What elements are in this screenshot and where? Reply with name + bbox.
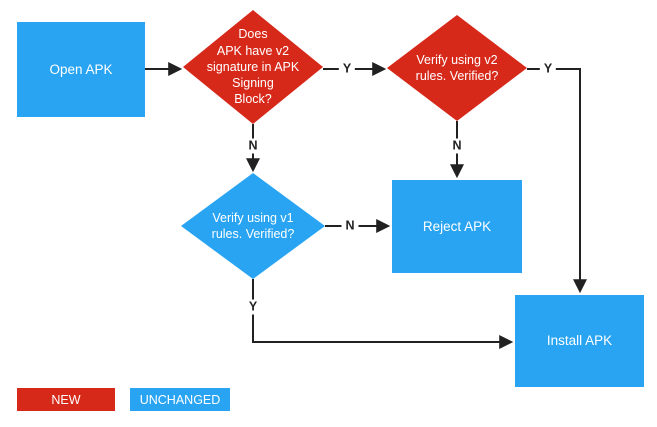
- node-install-apk: Install APK: [515, 295, 644, 387]
- legend-swatch-unchanged: UNCHANGED: [130, 388, 230, 411]
- edge-label-yes-v2check: Y: [338, 61, 356, 77]
- node-verify-v1-rules: Verify using v1 rules. Verified?: [181, 173, 325, 279]
- node-v2-signature-check: Does APK have v2 signature in APK Signin…: [183, 10, 323, 124]
- edge-label-no-v1verify: N: [341, 218, 359, 234]
- node-verify-v2-rules: Verify using v2 rules. Verified?: [387, 15, 527, 121]
- edge-label-yes-v1verify: Y: [244, 299, 262, 315]
- edge-label-yes-v2verify: Y: [539, 61, 557, 77]
- node-reject-apk: Reject APK: [392, 180, 522, 273]
- edge-label-no-v2verify: N: [448, 138, 466, 154]
- node-open-apk: Open APK: [17, 22, 145, 117]
- edge-v2verify-to-install: [527, 68, 587, 294]
- legend-swatch-new: NEW: [17, 388, 115, 411]
- edge-v1verify-to-install: [252, 279, 514, 349]
- edge-label-no-v2check: N: [244, 138, 262, 154]
